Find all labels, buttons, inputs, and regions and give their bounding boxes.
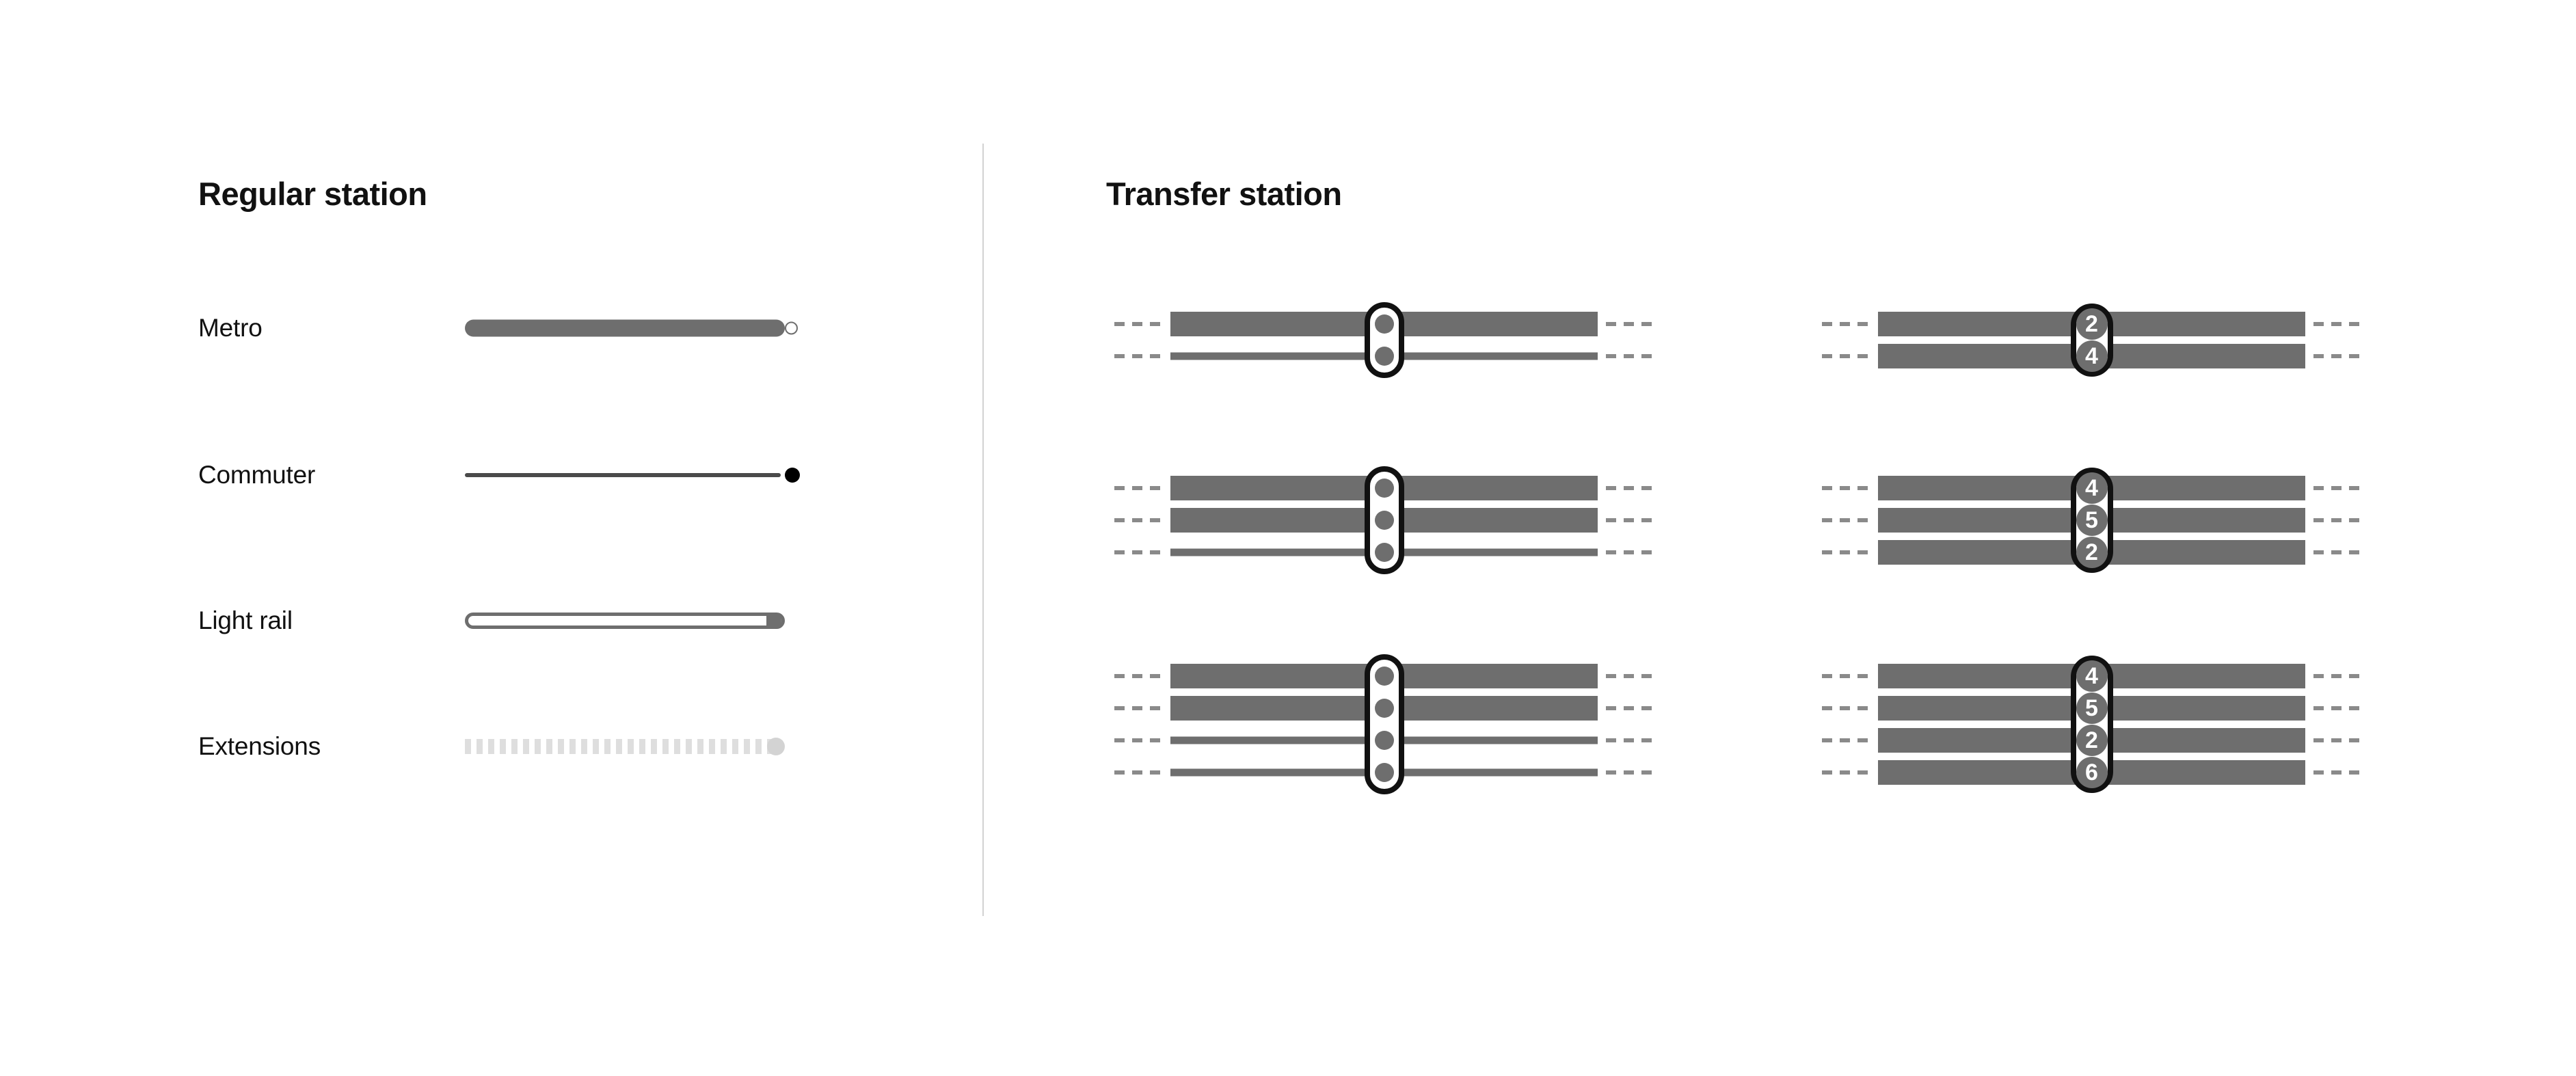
- line-number-badge: 4: [2076, 340, 2108, 372]
- line-number-badge: 6: [2076, 756, 2108, 788]
- line-extension-dash: [2313, 353, 2361, 358]
- station-dot-icon: [785, 321, 798, 335]
- platform-dot-icon: [1374, 730, 1394, 750]
- metro-line-swatch: [465, 308, 800, 349]
- extensions-line-swatch: [465, 739, 773, 754]
- transfer-diagram: [1114, 654, 1654, 794]
- line-extension-dash: [1114, 673, 1162, 678]
- line-extension-dash: [2313, 705, 2361, 710]
- light-rail-line-swatch: [465, 600, 800, 641]
- line-extension-dash: [1822, 550, 1870, 554]
- line-extension-dash: [1114, 517, 1162, 522]
- line-number-badge: 2: [2076, 536, 2108, 568]
- line-extension-dash: [1606, 321, 1654, 326]
- regular-station-title: Regular station: [198, 176, 427, 213]
- line-extension-dash: [2313, 517, 2361, 522]
- transfer-station-title: Transfer station: [1106, 176, 1342, 213]
- legend-row-lightrail: Light rail: [198, 600, 814, 641]
- line-extension-dash: [1606, 673, 1654, 678]
- legend-label: Commuter: [198, 461, 316, 489]
- platform-dot-icon: [1374, 314, 1394, 334]
- line-extension-dash: [1822, 517, 1870, 522]
- line-extension-dash: [1822, 321, 1870, 326]
- line-extension-dash: [2313, 321, 2361, 326]
- legend-label: Light rail: [198, 606, 293, 634]
- line-extension-dash: [2313, 673, 2361, 678]
- transfer-station-marker[interactable]: [1364, 466, 1404, 574]
- transfer-diagram: [1114, 301, 1654, 378]
- platform-dot-icon: [1374, 698, 1394, 718]
- legend-label: Metro: [198, 314, 263, 342]
- line-extension-dash: [1114, 485, 1162, 490]
- line-extension-dash: [1606, 738, 1654, 742]
- legend-label: Extensions: [198, 732, 321, 760]
- platform-dot-icon: [1374, 346, 1394, 366]
- platform-dot-icon: [1374, 666, 1394, 686]
- panel-divider: [982, 144, 984, 916]
- line-extension-dash: [2313, 738, 2361, 742]
- extension-dot-icon: [767, 738, 785, 755]
- legend-row-commuter: Commuter: [198, 455, 814, 496]
- line-extension-dash: [1822, 353, 1870, 358]
- line-extension-dash: [1606, 705, 1654, 710]
- line-extension-dash: [1822, 770, 1870, 775]
- line-extension-dash: [1822, 673, 1870, 678]
- line-extension-dash: [1114, 353, 1162, 358]
- terminus-cap-icon: [766, 613, 781, 629]
- line-number-badge: 2: [2076, 724, 2108, 756]
- line-extension-dash: [1114, 705, 1162, 710]
- line-extension-dash: [1114, 321, 1162, 326]
- line-extension-dash: [2313, 485, 2361, 490]
- transfer-station-marker[interactable]: [1364, 654, 1404, 794]
- line-extension-dash: [1606, 550, 1654, 554]
- line-extension-dash: [1822, 705, 1870, 710]
- line-extension-dash: [1606, 485, 1654, 490]
- line-number-badge: 4: [2076, 660, 2108, 692]
- commuter-line-swatch: [465, 473, 781, 477]
- commuter-line-swatch: [465, 455, 800, 496]
- legend-row-extensions: Extensions: [198, 726, 814, 767]
- transfer-station-marker[interactable]: [1364, 301, 1404, 378]
- legend-row-metro: Metro: [198, 308, 814, 349]
- transfer-diagram: [1114, 466, 1654, 574]
- line-extension-dash: [1822, 485, 1870, 490]
- line-number-badge: 4: [2076, 472, 2108, 504]
- line-extension-dash: [1114, 550, 1162, 554]
- metro-line-swatch: [465, 319, 785, 337]
- line-number-badge: 5: [2076, 692, 2108, 724]
- line-extension-dash: [1114, 738, 1162, 742]
- platform-dot-icon: [1374, 762, 1394, 782]
- line-extension-dash: [2313, 770, 2361, 775]
- line-extension-dash: [1606, 517, 1654, 522]
- extensions-line-swatch: [465, 726, 800, 767]
- line-extension-dash: [1822, 738, 1870, 742]
- line-extension-dash: [1606, 353, 1654, 358]
- station-dot-icon: [785, 468, 800, 483]
- line-extension-dash: [2313, 550, 2361, 554]
- line-extension-dash: [1114, 770, 1162, 775]
- light-rail-line-swatch: [465, 613, 785, 629]
- platform-dot-icon: [1374, 542, 1394, 562]
- platform-dot-icon: [1374, 510, 1394, 530]
- line-extension-dash: [1606, 770, 1654, 775]
- line-number-badge: 5: [2076, 504, 2108, 536]
- platform-dot-icon: [1374, 478, 1394, 498]
- line-number-badge: 2: [2076, 308, 2108, 340]
